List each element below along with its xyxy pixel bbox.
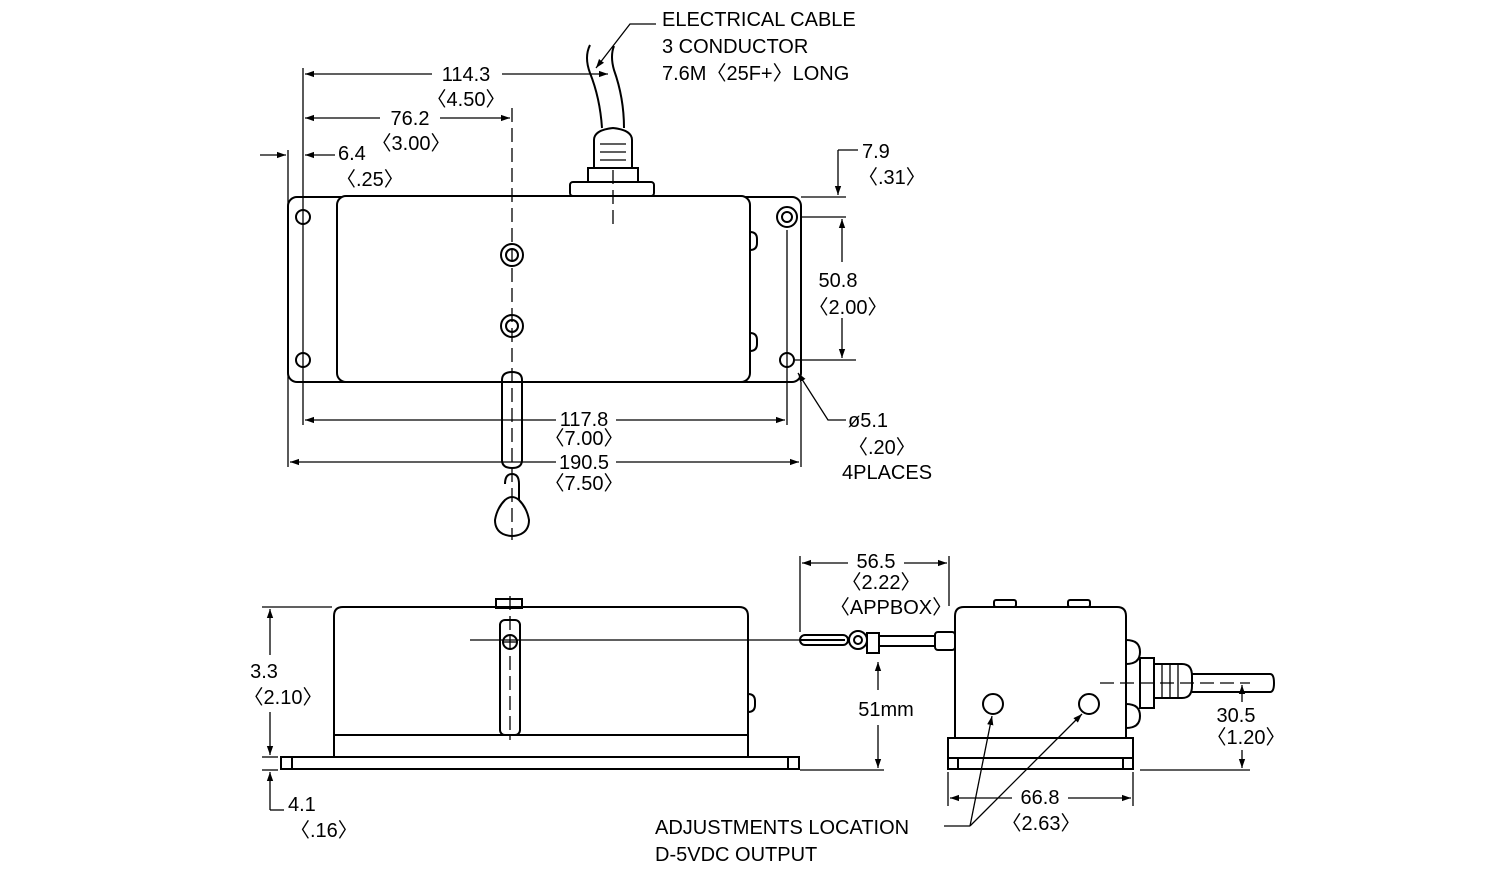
cable-gland: [569, 44, 655, 228]
mounting-hole: [776, 206, 798, 228]
dim-label: 〈7.00〉: [545, 428, 624, 450]
cable-note-line: 3 CONDUCTOR: [662, 36, 808, 58]
dim-label: 50.8: [819, 270, 858, 292]
dim-label: 〈.25〉: [336, 169, 404, 191]
dim-label: 〈2.63〉: [1002, 813, 1081, 835]
cable-note-line: ELECTRICAL CABLE: [662, 9, 856, 31]
adjustment-hole: [982, 693, 1004, 715]
dim-label: 3.3: [250, 661, 278, 683]
dim-label: 〈.31〉: [858, 167, 926, 189]
wire-rope-eyelet: [493, 370, 531, 537]
hole-note: 〈.20〉: [848, 437, 916, 459]
dim-label: 4.1: [288, 794, 316, 816]
housing-body: [336, 195, 751, 383]
dim-label: 〈4.50〉: [427, 89, 506, 111]
side-base-plate: [280, 756, 800, 770]
dim-label: 6.4: [338, 143, 366, 165]
appbox-view: 56.5 〈2.22〉 〈APPBOX〉 51mm 30.5 〈1.20〉 66…: [655, 551, 1285, 866]
dim-label: 56.5: [857, 551, 896, 573]
dim-label: 〈2.00〉: [809, 297, 888, 319]
dim-label: 51mm: [858, 699, 914, 721]
dim-label: 〈3.00〉: [372, 133, 451, 155]
appbox-housing: [954, 606, 1127, 739]
adjustments-note: ADJUSTMENTS LOCATION: [655, 817, 909, 839]
dim-label: 〈.16〉: [290, 820, 358, 842]
side-cable-gland: [1100, 657, 1276, 709]
dim-label: 〈7.50〉: [545, 473, 624, 495]
dim-label: 76.2: [391, 108, 430, 130]
side-housing: [333, 606, 749, 758]
dim-label: 66.8: [1021, 787, 1060, 809]
hole-note: ø5.1: [848, 410, 888, 432]
dim-label: 7.9: [862, 141, 890, 163]
dim-label: 190.5: [559, 452, 609, 474]
dim-label: 117.8: [560, 409, 609, 431]
top-view: ELECTRICAL CABLE 3 CONDUCTOR 7.6M〈25F+〉L…: [260, 9, 932, 540]
dim-label: 〈2.22〉: [842, 572, 921, 594]
dim-label: 〈APPBOX〉: [830, 597, 952, 619]
dim-label: 〈2.10〉: [244, 687, 323, 709]
side-view: 3.3 〈2.10〉 4.1 〈.16〉: [244, 596, 800, 842]
hole-note: 4PLACES: [842, 462, 932, 484]
dim-label: 114.3: [442, 64, 491, 86]
adjustments-note: D-5VDC OUTPUT: [655, 844, 817, 866]
dim-label: 〈1.20〉: [1207, 727, 1286, 749]
dim-label: 30.5: [1217, 705, 1256, 727]
adjustment-hole: [1078, 693, 1100, 715]
cable-note-line: 7.6M〈25F+〉LONG: [662, 63, 849, 85]
